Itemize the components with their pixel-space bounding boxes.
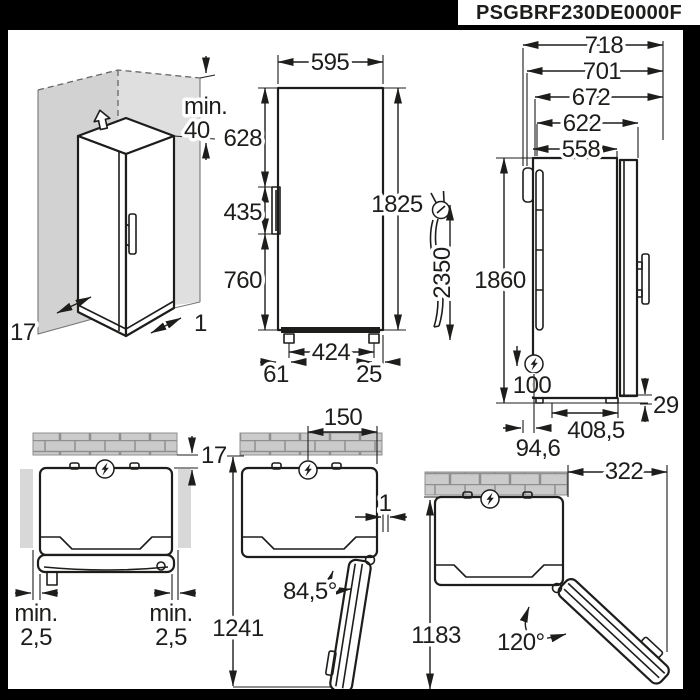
dim-width-595: 595 bbox=[311, 49, 350, 76]
fridge-handle-3d bbox=[128, 213, 137, 255]
dim-150: 150 bbox=[324, 404, 363, 431]
dim-wall-gap-17: 17 bbox=[201, 442, 227, 469]
power-connection-icon bbox=[524, 354, 544, 374]
cord-line bbox=[434, 218, 444, 327]
dim-2-5-right: 2,5 bbox=[155, 624, 187, 651]
dim-672: 672 bbox=[572, 84, 611, 111]
airflow-up-arrow-icon bbox=[93, 109, 111, 131]
dim-2350: 2350 bbox=[429, 247, 456, 299]
side-wall-right bbox=[178, 469, 191, 548]
dim-435: 435 bbox=[223, 199, 262, 226]
power-connection-icon bbox=[480, 489, 500, 509]
dim-718: 718 bbox=[585, 32, 624, 59]
dim-760: 760 bbox=[223, 267, 262, 294]
fridge-foot-right bbox=[368, 333, 380, 344]
cabinet-top-outline bbox=[240, 466, 379, 559]
door-open-120 bbox=[557, 577, 670, 685]
dim-558: 558 bbox=[562, 136, 601, 163]
dim-622: 622 bbox=[563, 110, 602, 137]
dim-701: 701 bbox=[583, 58, 622, 85]
dim-1825: 1825 bbox=[371, 191, 423, 218]
dim-label-40: 40 bbox=[184, 117, 210, 144]
fridge-handle-front bbox=[271, 186, 281, 235]
dim-322: 322 bbox=[605, 458, 644, 485]
model-code-title: PSGBRF230DE0000F bbox=[476, 2, 682, 24]
dim-1241: 1241 bbox=[212, 615, 264, 642]
dim-94-6: 94,6 bbox=[516, 435, 561, 462]
dim-1860: 1860 bbox=[474, 267, 526, 294]
fridge-side-face bbox=[124, 134, 176, 338]
cabinet-side-outline bbox=[531, 156, 619, 400]
dim-min-left: min. bbox=[14, 600, 57, 627]
power-connection-icon bbox=[95, 459, 115, 479]
dim-408-5: 408,5 bbox=[567, 417, 625, 444]
wall-top-dashed-edge bbox=[37, 69, 201, 124]
dim-100: 100 bbox=[513, 372, 552, 399]
hinge bbox=[551, 582, 563, 594]
view-side: 718 701 672 622 558 1860 100 408,5 94,6 … bbox=[471, 29, 683, 466]
dim-label-1: 1 bbox=[194, 310, 207, 337]
view-front: 595 628 435 760 1825 424 61 25 bbox=[220, 46, 427, 392]
view-top-open-120: 322 1183 120° bbox=[408, 455, 670, 691]
cabinet-top-outline bbox=[433, 495, 565, 587]
dim-2-5-left: 2,5 bbox=[20, 624, 52, 651]
dim-angle-845: 84,5° bbox=[283, 578, 337, 605]
cabinet-top-outline bbox=[38, 466, 174, 557]
view-top-closed: 17 min. 2,5 min. 2,5 bbox=[11, 432, 231, 655]
wall-bricks bbox=[32, 432, 178, 456]
side-wall-left bbox=[20, 469, 33, 548]
power-connection-icon bbox=[298, 460, 318, 480]
door-side-outline bbox=[618, 158, 639, 398]
dim-61: 61 bbox=[263, 361, 289, 388]
rear-spacer bbox=[522, 167, 534, 203]
dim-angle-120: 120° bbox=[497, 629, 545, 656]
door-handle bbox=[640, 636, 664, 659]
dim-25: 25 bbox=[356, 361, 382, 388]
door-handle bbox=[325, 650, 337, 677]
dim-label-17: 17 bbox=[10, 319, 36, 346]
fridge-plinth bbox=[281, 327, 380, 333]
dim-1183: 1183 bbox=[411, 622, 461, 649]
dim-424: 424 bbox=[312, 339, 351, 366]
dim-1-gap: 1 bbox=[379, 490, 392, 517]
fridge-foot-left bbox=[283, 333, 295, 344]
view-3d-corner: min. 40 17 1 bbox=[7, 56, 231, 350]
door-top-closed bbox=[36, 553, 176, 574]
wall-bricks bbox=[239, 432, 383, 456]
power-cord: 2350 bbox=[426, 190, 460, 341]
dim-29: 29 bbox=[653, 392, 679, 419]
dim-628: 628 bbox=[223, 125, 262, 152]
fridge-front-outline bbox=[276, 86, 385, 332]
hinge bbox=[364, 554, 376, 566]
view-top-open-85: 150 1241 1 84,5° bbox=[209, 401, 407, 693]
dim-label-min: min. bbox=[184, 93, 227, 120]
handle-side bbox=[641, 253, 650, 305]
dim-min-right: min. bbox=[149, 600, 192, 627]
